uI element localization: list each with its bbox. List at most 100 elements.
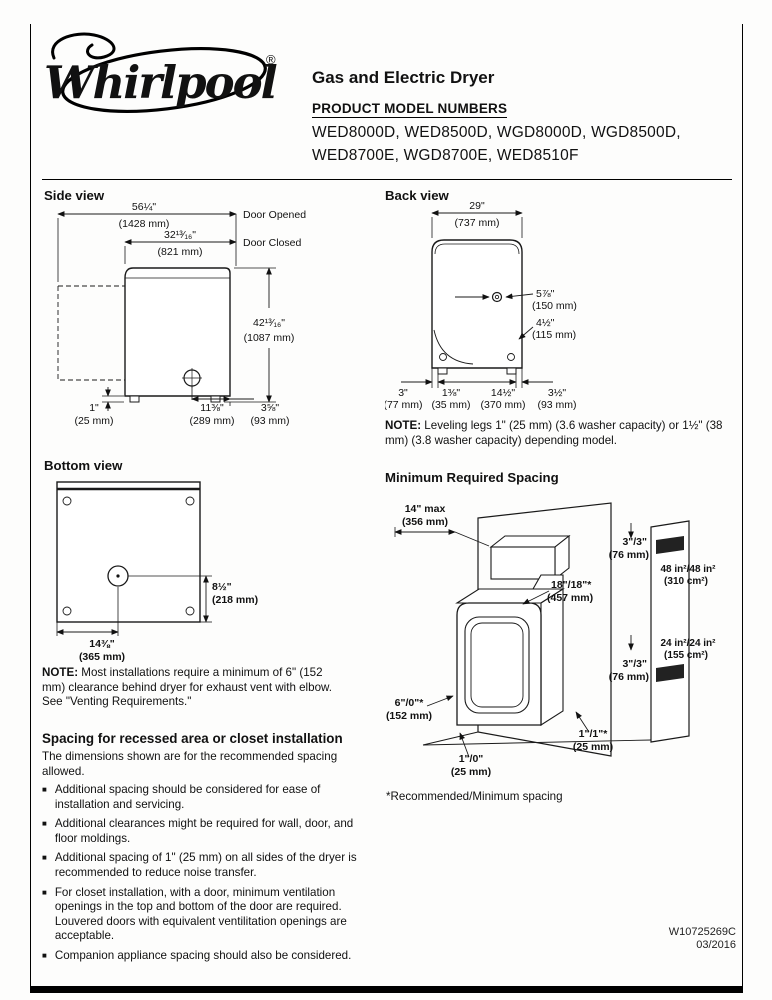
spacing-section-heading: Spacing for recessed area or closet inst… bbox=[42, 731, 343, 746]
dim-leg-right-mm: (93 mm) bbox=[537, 399, 576, 411]
bottom-view-heading: Bottom view bbox=[44, 458, 123, 473]
bullet-text: Companion appliance spacing should also … bbox=[54, 948, 352, 962]
dim-leg-side-mm: (77 mm) bbox=[385, 399, 423, 411]
dim-door-opened-mm: (1428 mm) bbox=[119, 218, 170, 230]
back-view-note: NOTE: Leveling legs 1" (25 mm) (3.6 wash… bbox=[385, 419, 741, 448]
dim-height-in: 42¹³⁄₁₆" bbox=[253, 317, 285, 329]
dim-exhaust-x-mm: (289 mm) bbox=[190, 415, 235, 427]
dim-vent-offset-in: 5⅞" bbox=[536, 288, 555, 300]
dim-gap-top-mm: (76 mm) bbox=[609, 549, 649, 561]
dim-rear-in: 6"/0"* bbox=[395, 697, 425, 709]
vent-top-area: 48 in²/48 in² bbox=[660, 564, 716, 575]
page-title: Gas and Electric Dryer bbox=[312, 68, 495, 87]
dim-front-in: 1"/0" bbox=[459, 753, 484, 765]
dimension-lines bbox=[401, 210, 553, 388]
door-opened-label: Door Opened bbox=[243, 209, 306, 221]
note-label: NOTE: bbox=[385, 419, 422, 432]
whirlpool-logo: Whirlpool ® bbox=[44, 32, 279, 113]
dim-vent-offset-mm: (150 mm) bbox=[532, 300, 577, 312]
bullet-square-icon: ■ bbox=[42, 887, 47, 897]
dryer-back-outline bbox=[431, 239, 523, 375]
opened-door-dashed-outline bbox=[57, 285, 125, 381]
spacing-section-intro: The dimensions shown are for the recomme… bbox=[42, 750, 338, 778]
door-closed-label: Door Closed bbox=[243, 237, 302, 249]
bullet-text: Additional spacing of 1" (25 mm) on all … bbox=[54, 851, 357, 879]
dim-side-in: 1"/1"* bbox=[579, 728, 609, 740]
dim-cabinet-gap-in: 18"/18"* bbox=[551, 579, 592, 591]
top-vent-opening bbox=[656, 536, 684, 554]
closet-door-panel bbox=[650, 520, 690, 743]
dim-side-mm: (25 mm) bbox=[573, 741, 613, 753]
dim-exhaust-y-in: 3⅝" bbox=[261, 402, 280, 414]
page-border bbox=[30, 24, 743, 993]
registered-mark: ® bbox=[266, 52, 276, 67]
note-label: NOTE: bbox=[42, 666, 79, 679]
doc-date: 03/2016 bbox=[696, 939, 736, 951]
side-view-heading: Side view bbox=[44, 188, 105, 203]
bullet-text: For closet installation, with a door, mi… bbox=[54, 885, 347, 943]
bottom-view-diagram: 8½" (218 mm) 14⅜" (365 mm) bbox=[56, 481, 258, 663]
note-text: Most installations require a minimum of … bbox=[42, 666, 332, 709]
dim-cabinet-gap-mm: (457 mm) bbox=[547, 592, 593, 604]
vent-bottom-area: 24 in²/24 in² bbox=[660, 638, 716, 649]
spacing-bullet-list: ■ Additional spacing should be considere… bbox=[42, 783, 368, 969]
dim-exhaust-x-in: 11⅜" bbox=[200, 402, 224, 414]
bullet-square-icon: ■ bbox=[42, 950, 47, 960]
list-item: ■ Companion appliance spacing should als… bbox=[42, 949, 368, 964]
document-footer: W10725269C 03/2016 bbox=[596, 926, 736, 952]
dim-front-mm: (25 mm) bbox=[451, 766, 491, 778]
logo-loop bbox=[61, 47, 267, 113]
back-exhaust-vent bbox=[491, 291, 503, 303]
bottom-view-note: NOTE: Most installations require a minim… bbox=[42, 666, 334, 710]
model-numbers-line1: WED8000D, WED8500D, WGD8000D, WGD8500D, bbox=[312, 124, 681, 141]
dim-leg-front-in: 1⅜" bbox=[442, 387, 461, 399]
dim-height-mm: (1087 mm) bbox=[244, 332, 295, 344]
back-view-diagram: 29" (737 mm) 5⅞" (150 mm) 4½" (115 mm) 3… bbox=[385, 200, 577, 411]
dim-vent-height-in: 4½" bbox=[536, 317, 555, 329]
bullet-text: Additional clearances might be required … bbox=[54, 817, 354, 845]
bullet-square-icon: ■ bbox=[42, 853, 47, 863]
dim-gap-top-in: 3"/3" bbox=[622, 536, 647, 548]
dim-door-closed-in: 32¹³⁄₁₆" bbox=[164, 229, 196, 241]
bullet-square-icon: ■ bbox=[42, 819, 47, 829]
header-divider bbox=[42, 179, 732, 180]
dim-width-mm: (737 mm) bbox=[455, 217, 500, 229]
side-view-diagram: 56¼" (1428 mm) Door Opened 32¹³⁄₁₆" (821… bbox=[57, 201, 306, 427]
list-item: ■ Additional spacing should be considere… bbox=[42, 783, 368, 812]
dimension-lines bbox=[57, 211, 276, 411]
dim-door-closed-mm: (821 mm) bbox=[158, 246, 203, 258]
dim-leg-front-mm: (35 mm) bbox=[431, 399, 470, 411]
vent-bottom-cm: (155 cm²) bbox=[664, 650, 708, 661]
dim-width-in: 29" bbox=[469, 200, 485, 212]
dim-leg-in: 1" bbox=[89, 402, 99, 414]
dimension-lines bbox=[56, 575, 212, 636]
min-spacing-heading: Minimum Required Spacing bbox=[385, 470, 559, 485]
list-item: ■ For closet installation, with a door, … bbox=[42, 886, 368, 944]
dim-exhaust-x-mm: (365 mm) bbox=[79, 651, 125, 663]
dryer-bottom-outline bbox=[56, 481, 201, 623]
dim-door-opened-in: 56¼" bbox=[132, 201, 156, 213]
bottom-vent-opening bbox=[656, 664, 684, 682]
dryer-side-outline bbox=[124, 267, 231, 403]
model-numbers-line2: WED8700E, WGD8700E, WED8510F bbox=[312, 147, 579, 164]
dim-gap-mid-in: 3"/3" bbox=[622, 658, 647, 670]
dim-leg-mm: (25 mm) bbox=[74, 415, 113, 427]
dim-exhaust-x-in: 14⅜" bbox=[89, 638, 114, 650]
bullet-text: Additional spacing should be considered … bbox=[54, 783, 321, 811]
dim-leg-right-in: 3½" bbox=[548, 387, 567, 399]
list-item: ■ Additional spacing of 1" (25 mm) on al… bbox=[42, 851, 368, 880]
dim-leg-span-mm: (370 mm) bbox=[481, 399, 526, 411]
dim-vent-height-mm: (115 mm) bbox=[532, 329, 576, 341]
dim-rear-mm: (152 mm) bbox=[386, 710, 432, 722]
dim-top-in: 14" max bbox=[405, 503, 446, 515]
dim-leg-span-in: 14½" bbox=[491, 387, 515, 399]
list-item: ■ Additional clearances might be require… bbox=[42, 817, 368, 846]
note-text: Leveling legs 1" (25 mm) (3.6 washer cap… bbox=[385, 419, 723, 447]
dim-top-mm: (356 mm) bbox=[402, 516, 448, 528]
dryer-perspective bbox=[455, 574, 565, 727]
dim-gap-mid-mm: (76 mm) bbox=[609, 671, 649, 683]
dim-exhaust-y-mm: (218 mm) bbox=[212, 594, 258, 606]
vent-top-cm: (310 cm²) bbox=[664, 576, 708, 587]
brand-name: Whirlpool bbox=[44, 56, 277, 109]
overhead-cabinet bbox=[489, 534, 571, 581]
